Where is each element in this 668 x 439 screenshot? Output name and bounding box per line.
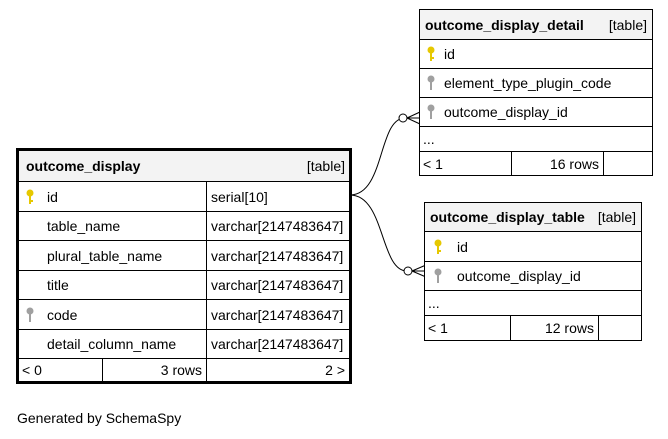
table-header: outcome_display [table]	[19, 151, 349, 182]
table-footer: < 0 3 rows 2 >	[19, 359, 349, 381]
footer-parents: < 1	[425, 316, 511, 340]
table-name: outcome_display	[26, 158, 141, 174]
table-header: outcome_display_table [table]	[425, 203, 641, 232]
column-name-cell: table_name	[19, 212, 207, 240]
table-tag: [table]	[597, 209, 636, 225]
footer-row-count: 12 rows	[511, 316, 599, 340]
column-name: outcome_display_id	[444, 104, 568, 120]
footer-parents: < 0	[19, 359, 103, 381]
footer-parents: < 1	[420, 152, 512, 175]
table-tag: [table]	[608, 16, 647, 33]
link-detail	[349, 117, 406, 196]
column-name: table_name	[47, 218, 121, 234]
column-name: outcome_display_id	[457, 268, 581, 284]
table-outcome-display-table[interactable]: outcome_display_table [table] id outcome…	[424, 202, 642, 341]
column-name: id	[47, 188, 58, 205]
column-name: code	[47, 306, 78, 323]
column-row: element_type_plugin_code	[420, 69, 652, 98]
column-name-cell: title	[19, 271, 207, 299]
column-name-cell: code	[19, 300, 207, 329]
column-type: varchar[2147483647]	[211, 218, 344, 234]
generated-by-note: Generated by SchemaSpy	[17, 410, 182, 426]
foreign-key-icon	[425, 268, 451, 284]
column-type: varchar[2147483647]	[211, 306, 344, 323]
table-footer: < 1 16 rows	[420, 152, 652, 175]
ellipsis-text: ...	[428, 295, 440, 311]
foreign-key-icon	[420, 104, 442, 120]
ellipsis-text: ...	[423, 131, 435, 147]
column-name-cell: id	[19, 182, 207, 211]
primary-key-icon	[420, 46, 442, 62]
table-name: outcome_display_detail	[425, 16, 584, 33]
primary-key-icon	[19, 189, 41, 205]
column-name-cell: detail_column_name	[19, 330, 207, 358]
column-row: title varchar[2147483647]	[19, 271, 349, 300]
column-name: plural_table_name	[47, 247, 163, 264]
ellipsis-row: ...	[425, 291, 641, 316]
column-type: varchar[2147483647]	[211, 336, 344, 352]
column-row: detail_column_name varchar[2147483647]	[19, 330, 349, 359]
column-row: outcome_display_id	[425, 262, 641, 291]
table-header: outcome_display_detail [table]	[420, 10, 652, 40]
table-footer: < 1 12 rows	[425, 316, 641, 340]
footer-children: 2 >	[325, 362, 345, 378]
column-row: table_name varchar[2147483647]	[19, 212, 349, 241]
column-name: id	[457, 238, 468, 255]
column-name: id	[444, 46, 455, 62]
footer-children	[604, 152, 652, 175]
foreign-key-icon	[420, 75, 442, 91]
table-name: outcome_display_table	[430, 209, 585, 225]
link-detail-optional-marker	[398, 113, 408, 123]
column-row: id	[425, 232, 641, 262]
footer-row-count: 16 rows	[512, 152, 604, 175]
footer-row-count: 3 rows	[103, 359, 207, 381]
table-outcome-display[interactable]: outcome_display [table] id serial[10] ta…	[16, 148, 352, 384]
column-name: title	[47, 277, 69, 293]
primary-key-icon	[425, 239, 451, 255]
link-table	[349, 194, 408, 272]
ellipsis-row: ...	[420, 127, 652, 152]
column-type: varchar[2147483647]	[211, 277, 344, 293]
table-tag: [table]	[306, 158, 345, 174]
column-row: plural_table_name varchar[2147483647]	[19, 241, 349, 271]
column-name-cell: plural_table_name	[19, 241, 207, 270]
link-table-optional-marker	[403, 266, 413, 276]
link-detail-crowfoot	[406, 111, 421, 125]
footer-children	[599, 316, 641, 340]
column-row: code varchar[2147483647]	[19, 300, 349, 330]
column-name: detail_column_name	[47, 336, 177, 352]
foreign-key-icon	[19, 307, 41, 323]
link-table-crowfoot	[411, 264, 427, 278]
table-outcome-display-detail[interactable]: outcome_display_detail [table] id elemen…	[419, 9, 653, 176]
column-type: varchar[2147483647]	[211, 247, 344, 264]
column-row: outcome_display_id	[420, 98, 652, 127]
column-name: element_type_plugin_code	[444, 75, 612, 91]
column-row: id serial[10]	[19, 182, 349, 212]
column-row: id	[420, 40, 652, 69]
column-type: serial[10]	[211, 188, 268, 205]
